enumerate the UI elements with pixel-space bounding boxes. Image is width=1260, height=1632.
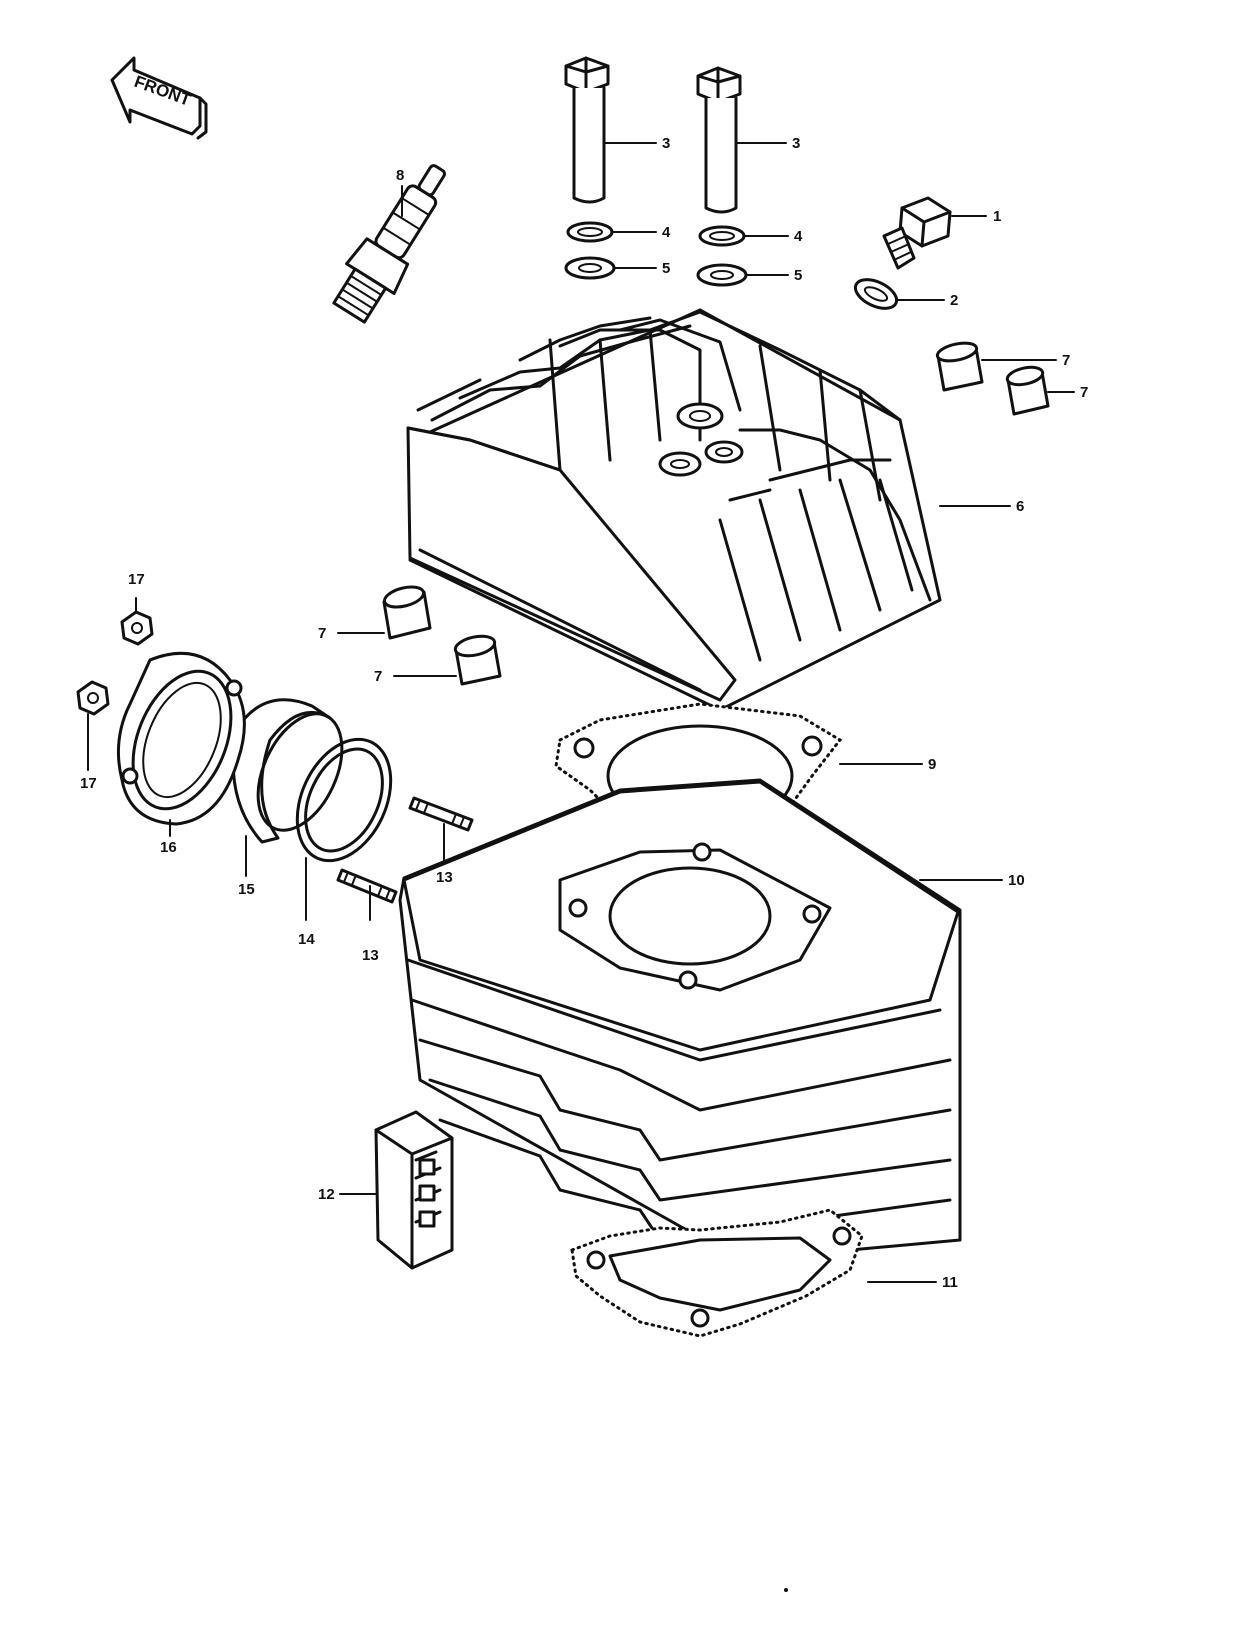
plug-gasket (853, 278, 899, 310)
dowel-pin-3 (382, 585, 432, 640)
callout-17b: 17 (80, 775, 97, 792)
head-bolt-left (564, 56, 610, 204)
plug-bolt (882, 196, 952, 270)
callout-2: 2 (950, 292, 958, 309)
callout-15: 15 (238, 881, 255, 898)
callout-6: 6 (1016, 498, 1024, 515)
stray-mark (784, 1588, 788, 1592)
cylinder (398, 778, 962, 1262)
exhaust-gasket-ring (295, 737, 393, 863)
cylinder-head (406, 308, 942, 712)
callout-1: 1 (993, 208, 1001, 225)
callout-3b: 3 (792, 135, 800, 152)
callout-3a: 3 (662, 135, 670, 152)
callout-4a: 4 (662, 224, 671, 241)
callout-5b: 5 (794, 267, 802, 284)
dowel-pin-1 (935, 341, 984, 392)
callout-9: 9 (928, 756, 936, 773)
callout-7d: 7 (374, 668, 382, 685)
callout-7c: 7 (318, 625, 326, 642)
callout-17a: 17 (128, 571, 145, 588)
callout-8: 8 (396, 167, 404, 184)
callout-5a: 5 (662, 260, 670, 277)
callout-7a: 7 (1062, 352, 1070, 369)
callout-4b: 4 (794, 228, 803, 245)
callout-10: 10 (1008, 872, 1025, 889)
flat-washer-right (696, 263, 748, 287)
callout-16: 16 (160, 839, 177, 856)
lock-washer-left (566, 221, 614, 243)
spark-plug (332, 164, 446, 324)
front-arrow-label: FRONT (132, 72, 194, 110)
head-bolt-right (696, 66, 742, 214)
callout-11: 11 (942, 1274, 958, 1291)
stud-upper (408, 796, 474, 832)
base-gasket (570, 1208, 864, 1338)
callout-numbers: 1 2 3 3 4 4 5 5 6 7 7 7 7 8 9 10 11 12 1… (80, 135, 1088, 1291)
leader-lines (87, 142, 1075, 1283)
callout-7b: 7 (1080, 384, 1088, 401)
dowel-pin-4 (453, 634, 502, 686)
exhaust-sleeve (231, 698, 344, 844)
insulator-block (374, 1110, 454, 1270)
callout-13b: 13 (362, 947, 379, 964)
nut-upper (120, 610, 154, 646)
flat-washer-left (564, 256, 616, 280)
stud-lower (336, 868, 398, 904)
lock-washer-right (698, 225, 746, 247)
callout-13a: 13 (436, 869, 453, 886)
exhaust-flange (116, 651, 246, 826)
callout-12: 12 (318, 1186, 335, 1203)
nut-lower (76, 680, 110, 716)
front-arrow: FRONT (110, 56, 208, 140)
dowel-pin-2 (1005, 365, 1050, 416)
callout-14: 14 (298, 931, 315, 948)
